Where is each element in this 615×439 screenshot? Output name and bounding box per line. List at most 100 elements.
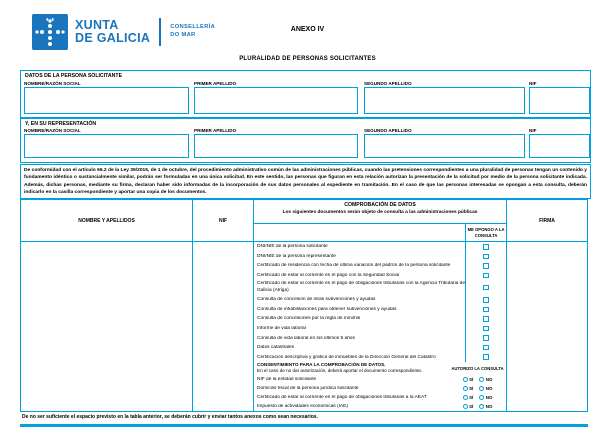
document-row: Certificado de residencia con fecha de ú… xyxy=(254,261,506,271)
table-body: DNI/NIE de la persona solicitante DNI/NI… xyxy=(21,242,587,411)
rep-first-surname-input[interactable] xyxy=(194,134,358,158)
consent-document-label: Certificado de estar al corriente en el … xyxy=(257,395,427,401)
org-name: XUNTA DE GALICIA xyxy=(75,17,151,45)
signature-area[interactable] xyxy=(507,242,587,411)
col-header-signature: FIRMA xyxy=(539,217,555,224)
oppose-checkbox[interactable] xyxy=(483,253,489,260)
consent-document-label: NIF de la entidad solicitante xyxy=(257,377,317,383)
oppose-checkbox[interactable] xyxy=(483,297,489,303)
col-header-name: NOMBRE Y APELLIDOS xyxy=(21,200,193,241)
verification-subtitle: Los siguientes documentos serán objeto d… xyxy=(282,209,478,215)
document-label: Datos catastrales xyxy=(257,345,295,351)
document-label: Consulta de concesión de otras subvencio… xyxy=(257,297,376,303)
si-radio[interactable] xyxy=(462,404,468,410)
applicant-nif-input[interactable] xyxy=(529,87,590,114)
oppose-checkbox[interactable] xyxy=(483,354,489,360)
data-verification-table: NOMBRE Y APELLIDOS NIF COMPROBACIÓN DE D… xyxy=(20,199,588,412)
no-radio[interactable] xyxy=(479,395,485,401)
verification-body: DNI/NIE de la persona solicitante DNI/NI… xyxy=(254,242,507,411)
oppose-checkbox[interactable] xyxy=(483,284,489,291)
department-name: CONSELLERÍA DO MAR xyxy=(170,24,216,38)
document-row: Certificado de estar al corriente en el … xyxy=(254,280,506,296)
document-row: Certificado de estar al corriente en el … xyxy=(254,270,506,281)
no-label: NO xyxy=(485,386,493,392)
col-header-verification: COMPROBACIÓN DE DATOS Los siguientes doc… xyxy=(254,200,507,241)
applicant-section-title: DATOS DE LA PERSONA SOLICITANTE xyxy=(25,73,123,79)
document-row: Consulta de inhabilitaciones para obtene… xyxy=(254,304,506,315)
consent-row: Impuesto de actividades económicas (IAE)… xyxy=(254,402,506,411)
legal-notice: De conformidad con el artículo 66.2 de l… xyxy=(20,164,591,199)
si-radio[interactable] xyxy=(462,395,468,401)
oppose-checkbox[interactable] xyxy=(483,335,489,341)
rep-name-label: NOMBRE/RAZÓN SOCIAL xyxy=(24,128,81,133)
nif-entry-area[interactable] xyxy=(193,242,254,411)
document-row: Consulta de vida laboral en los últimos … xyxy=(254,333,506,343)
oppose-checkbox[interactable] xyxy=(483,306,489,313)
si-radio[interactable] xyxy=(462,377,468,383)
representative-section-title: Y, EN SU REPRESENTACIÓN xyxy=(25,121,97,127)
consent-row: Domicilio fiscal de la persona jurídica … xyxy=(254,384,506,393)
si-label: SÍ xyxy=(469,395,474,401)
rep-second-surname-input[interactable] xyxy=(364,134,525,158)
oppose-checkbox[interactable] xyxy=(483,244,489,250)
col-header-oppose: ME OPONGO A LA CONSULTA xyxy=(465,224,506,241)
bottom-divider xyxy=(20,424,588,427)
no-radio[interactable] xyxy=(479,377,485,383)
document-row: Certificación descriptiva y gráfica de i… xyxy=(254,352,506,362)
document-label: Informe de vida laboral xyxy=(257,325,306,331)
no-radio[interactable] xyxy=(479,386,485,392)
name-entry-area[interactable] xyxy=(21,242,193,411)
oppose-checkbox[interactable] xyxy=(483,263,489,269)
col-header-nif: NIF xyxy=(193,200,254,241)
authorize-consulta-label: AUTORIZO LA CONSULTA xyxy=(451,366,504,372)
applicant-name-input[interactable] xyxy=(24,87,189,114)
consent-document-label: Impuesto de actividades económicas (IAE) xyxy=(257,404,348,410)
form-title: PLURALIDAD DE PERSONAS SOLICITANTES xyxy=(239,56,376,62)
document-label: Consulta de concesiones por la regla de … xyxy=(257,316,361,322)
representative-section: Y, EN SU REPRESENTACIÓN NOMBRE/RAZÓN SOC… xyxy=(20,118,591,163)
oppose-checkbox[interactable] xyxy=(483,325,489,332)
no-label: NO xyxy=(485,377,493,383)
applicant-first-surname-label: PRIMER APELLIDO xyxy=(194,81,237,86)
applicant-name-label: NOMBRE/RAZÓN SOCIAL xyxy=(24,81,81,86)
no-label: NO xyxy=(485,395,493,401)
oppose-checkbox[interactable] xyxy=(483,316,489,322)
document-label: Consulta de vida laboral en los últimos … xyxy=(257,335,355,341)
oppose-checkbox[interactable] xyxy=(483,344,489,351)
applicant-second-surname-input[interactable] xyxy=(364,87,525,114)
consent-row: NIF de la entidad solicitante SÍ NO xyxy=(254,376,506,385)
verification-title: COMPROBACIÓN DE DATOS xyxy=(344,202,416,208)
rep-second-surname-label: SEGUNDO APELLIDO xyxy=(364,128,412,133)
document-label: DNI/NIE de la persona representante xyxy=(257,253,336,259)
anexo-label: ANEXO IV xyxy=(290,26,325,33)
consent-header: CONSENTIMIENTO PARA LA COMPROBACIÓN DE D… xyxy=(254,362,506,376)
table-header-row: NOMBRE Y APELLIDOS NIF COMPROBACIÓN DE D… xyxy=(21,200,587,242)
document-label: DNI/NIE de la persona solicitante xyxy=(257,244,328,250)
document-row: Consulta de concesión de otras subvencio… xyxy=(254,295,506,305)
document-row: DNI/NIE de la persona representante xyxy=(254,251,506,262)
verification-header-spacer xyxy=(254,224,465,241)
xunta-logo: XUNTA DE GALICIA CONSELLERÍA DO MAR xyxy=(32,14,215,50)
oppose-checkbox[interactable] xyxy=(483,272,489,279)
consent-document-label: Domicilio fiscal de la persona jurídica … xyxy=(257,386,359,392)
document-label: Certificación descriptiva y gráfica de i… xyxy=(257,354,436,360)
consent-title: CONSENTIMIENTO PARA LA COMPROBACIÓN DE D… xyxy=(257,361,386,367)
logo-divider xyxy=(159,18,162,46)
no-label: NO xyxy=(485,404,493,410)
si-radio[interactable] xyxy=(462,386,468,392)
document-label: Certificado de residencia con fecha de ú… xyxy=(257,263,451,269)
si-label: SÍ xyxy=(469,404,474,410)
si-label: SÍ xyxy=(469,386,474,392)
document-row: Informe de vida laboral xyxy=(254,323,506,334)
no-radio[interactable] xyxy=(479,404,485,410)
document-label: Certificado de estar al corriente en el … xyxy=(257,272,400,278)
applicant-first-surname-input[interactable] xyxy=(194,87,358,114)
consent-row: Certificado de estar al corriente en el … xyxy=(254,393,506,402)
document-row: Consulta de concesiones por la regla de … xyxy=(254,314,506,324)
document-row: Datos catastrales xyxy=(254,342,506,353)
rep-name-input[interactable] xyxy=(24,134,189,158)
rep-nif-label: NIF xyxy=(529,128,537,133)
si-label: SÍ xyxy=(469,377,474,383)
rep-nif-input[interactable] xyxy=(529,134,590,158)
document-label: Certificado de estar al corriente en el … xyxy=(257,281,465,293)
